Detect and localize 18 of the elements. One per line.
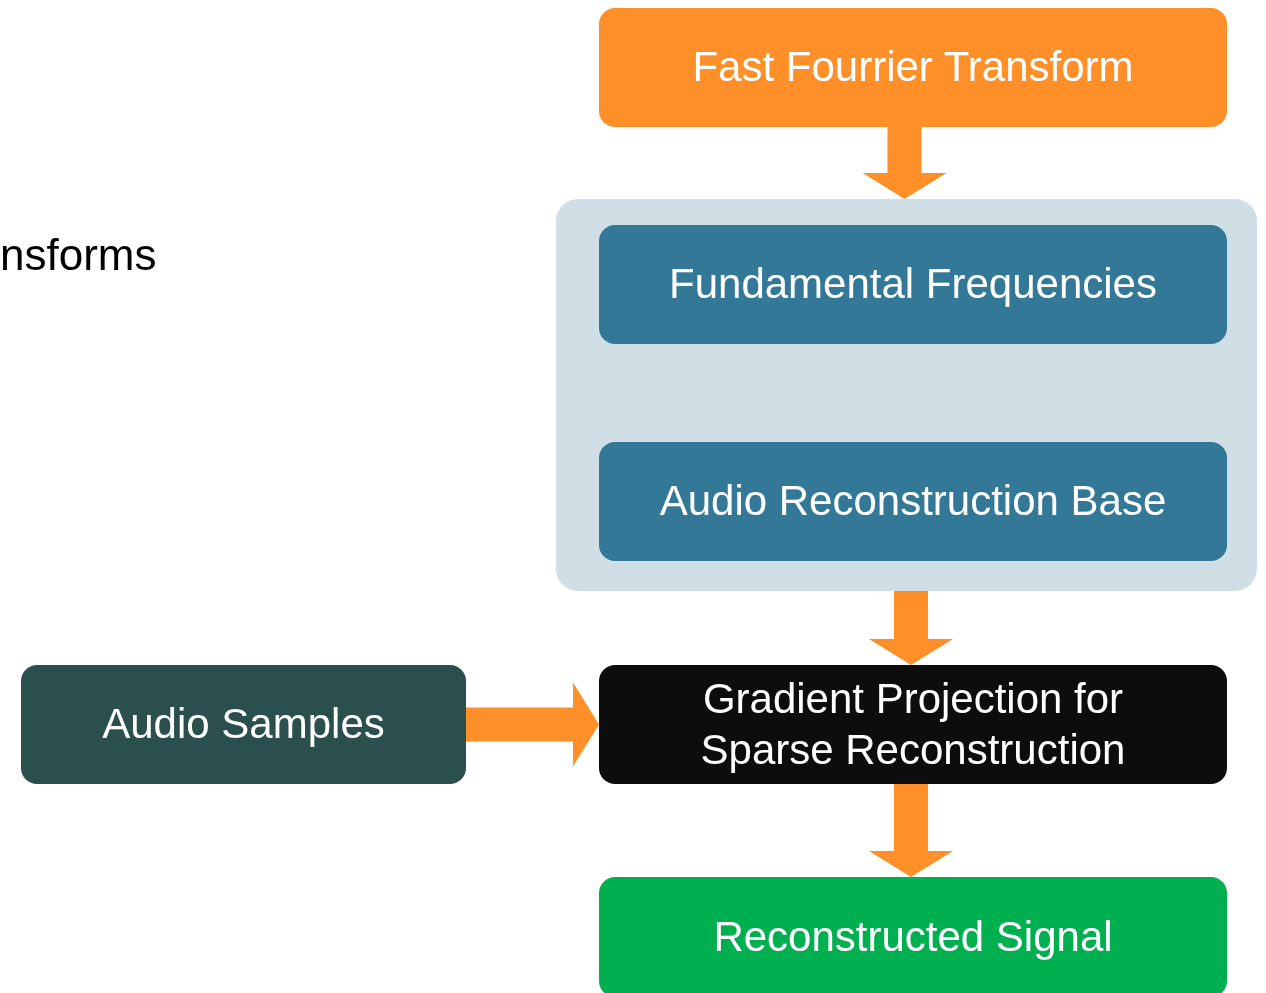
node-label: Fast Fourrier Transform (692, 42, 1134, 93)
output-box (599, 877, 1227, 993)
process-box (599, 665, 1227, 784)
group-panel (556, 199, 1257, 591)
node-label: Fundamental Frequencies (669, 259, 1157, 310)
process-box (599, 8, 1227, 127)
block-arrow (862, 127, 947, 199)
text-label: nsforms (0, 230, 157, 280)
node-label: Reconstructed Signal (713, 911, 1113, 962)
node-label: Audio Samples (102, 699, 385, 750)
block-arrow (869, 591, 953, 665)
block-arrow (869, 784, 953, 877)
process-box (599, 442, 1227, 561)
process-box (599, 225, 1227, 344)
block-arrow (466, 682, 599, 767)
node-label: Audio Reconstruction Base (659, 476, 1167, 527)
input-box (21, 665, 466, 784)
node-label: Gradient Projection for Sparse Reconstruction (699, 674, 1127, 775)
